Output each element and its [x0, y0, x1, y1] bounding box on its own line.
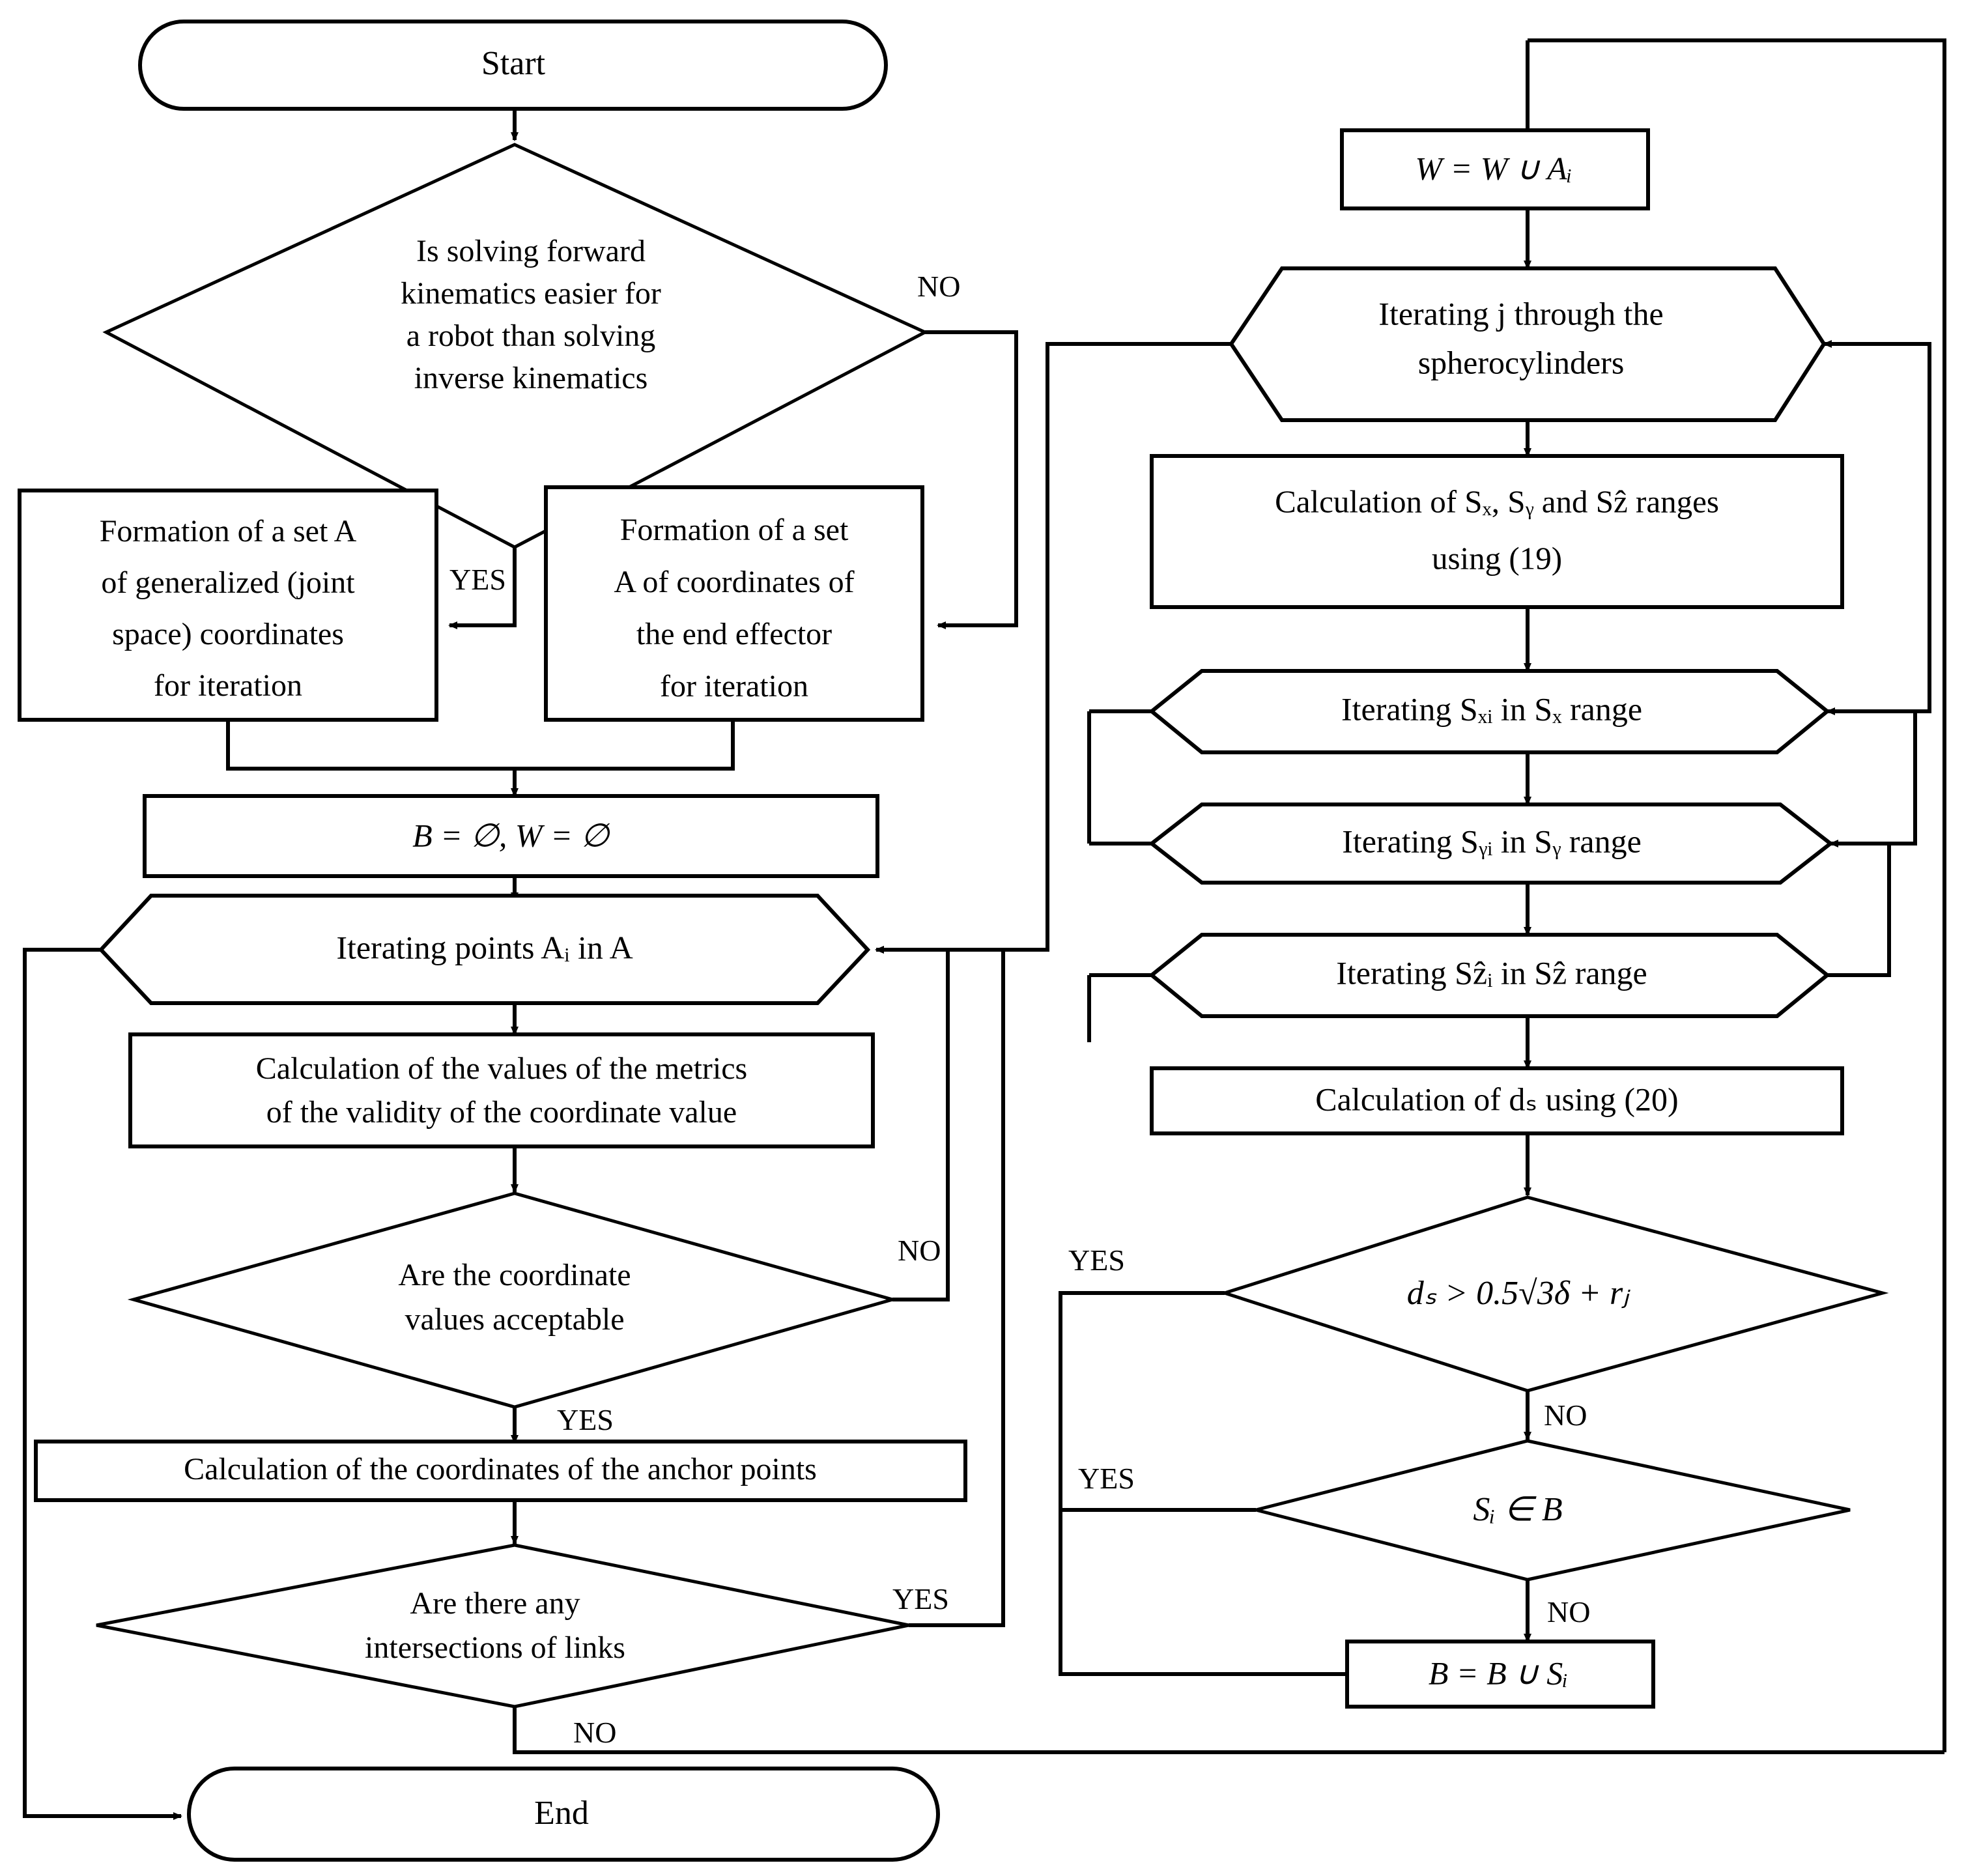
node-decision-si-in-b[interactable]: Sᵢ ∈ B — [1255, 1439, 1851, 1582]
edge-leftbox-down — [226, 720, 515, 771]
edge-looppoints-exit-to-end — [23, 948, 182, 1820]
decision-ds-shape — [1219, 1195, 1889, 1393]
node-set-joint-space[interactable]: Formation of a set A of generalized (joi… — [18, 489, 438, 722]
set-end-effector-line-4: for iteration — [660, 669, 808, 704]
calc-metrics-line-1: Calculation of the values of the metrics — [256, 1051, 747, 1086]
edge-label-si-in-b-yes: YES — [1078, 1462, 1135, 1495]
start-shape — [138, 20, 888, 111]
node-set-end-effector[interactable]: Formation of a set A of coordinates of t… — [544, 485, 924, 722]
decision-si-in-b-label: Sᵢ ∈ B — [1473, 1491, 1562, 1528]
loop-sy-shape — [1148, 803, 1834, 885]
loop-spherocylinders-line-2: spherocylinders — [1418, 344, 1625, 380]
calc-metrics-line-2: of the validity of the coordinate value — [266, 1095, 737, 1130]
decision-ds-label: dₛ > 0.5√3δ + rⱼ — [1407, 1275, 1631, 1312]
edge-intersections-no-bus — [513, 1707, 1944, 1754]
node-loop-points[interactable]: Iterating points Aᵢ in A — [98, 894, 871, 1005]
decision-intersections-line-1: Are there any — [410, 1586, 580, 1621]
calc-ds-shape — [1150, 1066, 1844, 1135]
decision-kinematics-line-4: inverse kinematics — [414, 361, 648, 395]
set-joint-space-line-3: space) coordinates — [112, 617, 344, 651]
node-loop-sy[interactable]: Iterating Sᵧᵢ in Sᵧ range — [1148, 803, 1834, 885]
set-joint-space-shape — [18, 489, 438, 722]
decision-kinematics-shape — [102, 143, 929, 549]
edge-label-si-in-b-no: NO — [1547, 1595, 1590, 1628]
node-union-w[interactable]: W = W ∪ Aᵢ — [1340, 128, 1650, 210]
edge-kinematics-yes — [448, 547, 517, 629]
edge-loopsx-exit — [1823, 340, 1931, 713]
node-calc-metrics[interactable]: Calculation of the values of the metrics… — [128, 1032, 875, 1148]
edge-label-ds-no: NO — [1544, 1399, 1587, 1432]
calc-ranges-line-2: using (19) — [1432, 540, 1562, 576]
edge-label-intersections-yes: YES — [892, 1582, 949, 1615]
loop-sz-label: Iterating Sẑᵢ in Sẑ range — [1336, 954, 1647, 991]
node-decision-kinematics[interactable]: Is solving forward kinematics easier for… — [102, 143, 929, 549]
union-w-shape — [1340, 128, 1650, 210]
end-label: End — [534, 1795, 589, 1832]
node-calc-ranges[interactable]: Calculation of Sₓ, Sᵧ and Sẑ ranges usin… — [1150, 454, 1844, 609]
edge-kinematics-no — [925, 330, 1018, 629]
decision-acceptable-shape — [127, 1191, 899, 1409]
calc-anchor-label: Calculation of the coordinates of the an… — [184, 1452, 817, 1486]
loop-spherocylinders-shape — [1229, 266, 1827, 422]
node-calc-anchor[interactable]: Calculation of the coordinates of the an… — [34, 1440, 967, 1502]
set-end-effector-line-2: A of coordinates of — [614, 565, 854, 599]
node-init-sets[interactable]: B = ∅, W = ∅ — [143, 794, 879, 878]
node-end[interactable]: End — [187, 1767, 940, 1862]
calc-ranges-shape — [1150, 454, 1844, 609]
calc-ranges-line-1: Calculation of Sₓ, Sᵧ and Sẑ ranges — [1275, 483, 1719, 519]
edge-label-acceptable-no: NO — [898, 1234, 941, 1267]
union-b-shape — [1345, 1640, 1655, 1709]
calc-ds-label: Calculation of dₛ using (20) — [1315, 1081, 1678, 1117]
edge-rightbox-down — [515, 720, 735, 771]
edge-loopj-exit-to-looppoints — [875, 342, 1231, 954]
loop-sx-label: Iterating Sₓᵢ in Sₓ range — [1341, 690, 1642, 727]
edge-bus-right-up — [1528, 38, 1946, 1752]
set-joint-space-line-1: Formation of a set A — [100, 514, 357, 548]
set-end-effector-line-1: Formation of a set — [620, 513, 849, 547]
decision-kinematics-line-3: a robot than solving — [406, 319, 656, 353]
loop-sx-shape — [1148, 669, 1830, 754]
node-union-b[interactable]: B = B ∪ Sᵢ — [1345, 1640, 1655, 1709]
edge-ds-yes — [1059, 1291, 1347, 1676]
start-label: Start — [481, 45, 546, 82]
node-calc-ds[interactable]: Calculation of dₛ using (20) — [1150, 1066, 1844, 1135]
decision-si-in-b-shape — [1255, 1439, 1851, 1582]
node-loop-sx[interactable]: Iterating Sₓᵢ in Sₓ range — [1148, 669, 1830, 754]
edge-label-kinematics-yes: YES — [449, 563, 506, 596]
set-joint-space-line-2: of generalized (joint — [101, 565, 355, 600]
loop-sy-label: Iterating Sᵧᵢ in Sᵧ range — [1342, 823, 1642, 859]
edge-label-kinematics-no: NO — [917, 270, 960, 303]
decision-kinematics-line-2: kinematics easier for — [401, 276, 661, 311]
edge-label-ds-yes: YES — [1068, 1244, 1125, 1277]
calc-metrics-shape — [128, 1032, 875, 1148]
decision-acceptable-line-2: values acceptable — [405, 1302, 624, 1337]
loop-points-shape — [98, 894, 871, 1005]
edge-label-intersections-no: NO — [573, 1716, 616, 1749]
node-decision-intersections[interactable]: Are there any intersections of links — [96, 1543, 909, 1709]
node-loop-sz[interactable]: Iterating Sẑᵢ in Sẑ range — [1148, 933, 1830, 1018]
node-decision-acceptable[interactable]: Are the coordinate values acceptable — [127, 1191, 899, 1409]
end-shape — [187, 1767, 940, 1862]
init-sets-shape — [143, 794, 879, 878]
node-decision-ds[interactable]: dₛ > 0.5√3δ + rⱼ — [1219, 1195, 1889, 1393]
calc-anchor-shape — [34, 1440, 967, 1502]
node-start[interactable]: Start — [138, 20, 888, 111]
loop-points-label: Iterating points Aᵢ in A — [336, 929, 633, 965]
node-loop-spherocylinders[interactable]: Iterating j through the spherocylinders — [1229, 266, 1827, 422]
union-w-label: W = W ∪ Aᵢ — [1415, 150, 1572, 186]
set-joint-space-line-4: for iteration — [154, 668, 302, 703]
loop-sz-shape — [1148, 933, 1830, 1018]
union-b-label: B = B ∪ Sᵢ — [1429, 1655, 1568, 1691]
decision-intersections-line-2: intersections of links — [365, 1630, 625, 1665]
edge-label-acceptable-yes: YES — [557, 1403, 614, 1436]
set-end-effector-shape — [544, 485, 924, 722]
decision-kinematics-line-1: Is solving forward — [416, 234, 646, 268]
decision-acceptable-line-1: Are the coordinate — [398, 1258, 631, 1292]
set-end-effector-line-3: the end effector — [636, 617, 832, 651]
loop-spherocylinders-line-1: Iterating j through the — [1378, 295, 1663, 332]
decision-intersections-shape — [96, 1543, 909, 1709]
init-sets-label: B = ∅, W = ∅ — [412, 817, 610, 853]
